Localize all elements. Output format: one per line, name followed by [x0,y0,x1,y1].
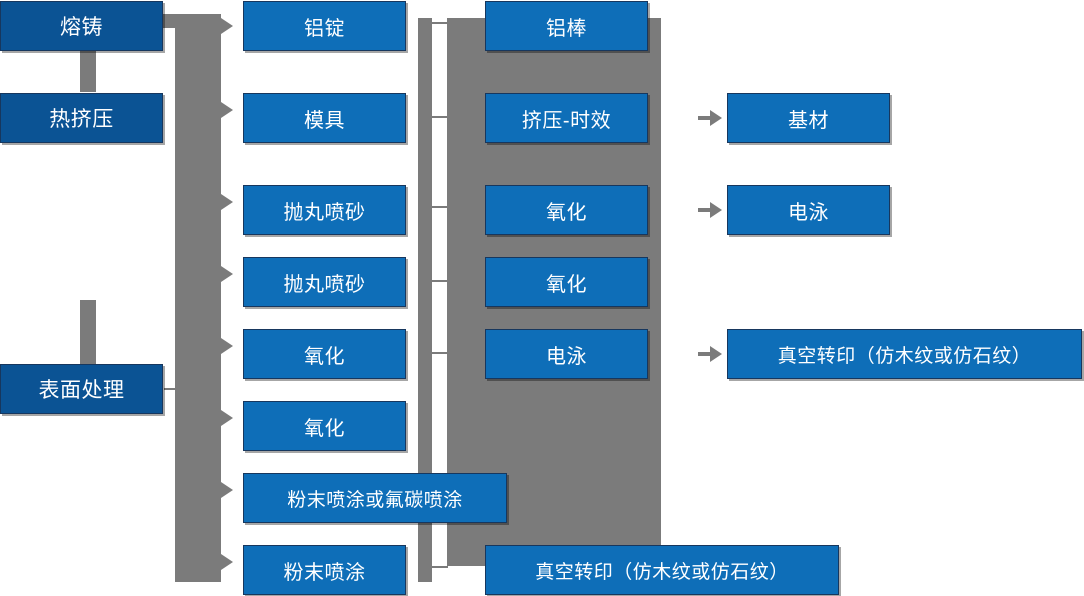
stage-box-hot-extrusion[interactable]: 热挤压 [0,93,163,143]
arrow-to-p1-2 [221,102,233,118]
connector-line-surface [164,388,196,390]
process-label-powder-or-fluorocarbon-coating: 粉末喷涂或氟碳喷涂 [287,489,463,511]
tick-line-4 [432,280,448,282]
process-box-oxidation-4[interactable]: 氧化 [485,257,648,307]
process-label-powder-coating: 粉末喷涂 [283,561,366,584]
process-label-aluminum-ingot: 铝锭 [304,17,345,40]
process-box-powder-coating[interactable]: 粉末喷涂 [243,545,406,595]
process-box-extrusion-aging[interactable]: 挤压-时效 [485,93,648,143]
process-box-powder-or-fluorocarbon-coating[interactable]: 粉末喷涂或氟碳喷涂 [243,473,507,523]
arrow-to-p1-6 [221,410,233,426]
stage-box-melting-casting[interactable]: 熔铸 [0,1,163,51]
process-box-vacuum-transfer-print-1[interactable]: 真空转印（仿木纹或仿石纹） [485,545,839,595]
stage-label-melting-casting: 熔铸 [60,16,103,39]
arrow-to-out-1 [710,110,722,126]
process-label-shot-blasting-1: 抛丸喷砂 [283,201,366,224]
process-box-mold[interactable]: 模具 [243,93,406,143]
process-box-aluminum-ingot[interactable]: 铝锭 [243,1,406,51]
process-box-oxidation-1[interactable]: 氧化 [243,329,406,379]
arrow-to-p1-1 [221,18,233,34]
arrow-stem-out-3 [698,352,712,356]
stage-label-hot-extrusion: 热挤压 [49,108,114,131]
output-box-electrophoresis[interactable]: 电泳 [727,185,890,235]
process-box-oxidation-3[interactable]: 氧化 [485,185,648,235]
process-label-oxidation-2: 氧化 [304,417,345,440]
output-box-base-material[interactable]: 基材 [727,93,890,143]
process-label-aluminum-bar: 铝棒 [546,17,587,40]
connector-bar-mid-left [418,18,432,582]
tick-line-3 [432,206,448,208]
process-label-mold: 模具 [304,109,345,132]
output-box-vacuum-transfer-print[interactable]: 真空转印（仿木纹或仿石纹） [727,329,1082,379]
process-label-extrusion-aging: 挤压-时效 [521,109,612,132]
arrow-to-out-2 [710,202,722,218]
stage-box-surface-treatment[interactable]: 表面处理 [0,364,163,414]
process-label-oxidation-4: 氧化 [546,273,587,296]
tick-line-5 [432,352,448,354]
process-box-electrophoresis-1[interactable]: 电泳 [485,329,648,379]
process-label-vacuum-transfer-print-1: 真空转印（仿木纹或仿石纹） [535,561,789,583]
process-label-electrophoresis-1: 电泳 [546,345,587,368]
output-label-electrophoresis: 电泳 [788,201,829,224]
tick-line-6 [432,566,448,568]
process-box-aluminum-bar[interactable]: 铝棒 [485,1,648,51]
process-label-oxidation-3: 氧化 [546,201,587,224]
arrow-to-p1-4 [221,266,233,282]
process-label-oxidation-1: 氧化 [304,345,345,368]
process-label-shot-blasting-2: 抛丸喷砂 [283,273,366,296]
arrow-to-p1-5 [221,338,233,354]
connector-spur-surface [80,300,96,364]
arrow-to-p1-3 [221,194,233,210]
connector-bar-stages [175,14,221,582]
output-label-vacuum-transfer-print: 真空转印（仿木纹或仿石纹） [777,345,1032,367]
arrow-to-out-3 [710,346,722,362]
arrow-to-p1-7 [221,482,233,498]
output-label-base-material: 基材 [788,109,829,132]
arrow-to-p1-8 [221,554,233,570]
stage-label-surface-treatment: 表面处理 [38,379,125,402]
process-box-oxidation-2[interactable]: 氧化 [243,401,406,451]
tick-line-2 [432,116,448,118]
arrow-stem-out-1 [698,116,712,120]
tick-line-1 [432,22,448,24]
arrow-stem-out-2 [698,208,712,212]
process-box-shot-blasting-2[interactable]: 抛丸喷砂 [243,257,406,307]
process-box-shot-blasting-1[interactable]: 抛丸喷砂 [243,185,406,235]
